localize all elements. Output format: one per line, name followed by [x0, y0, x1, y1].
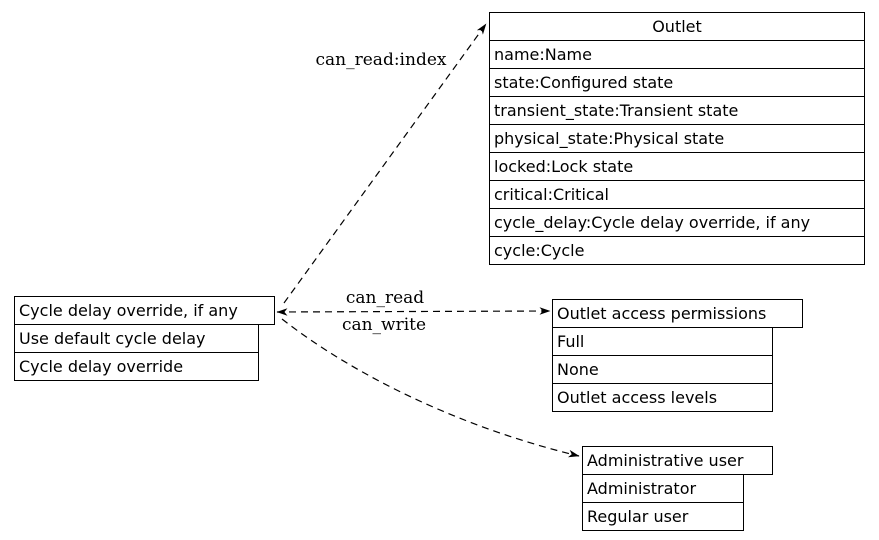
outlet-field-cycle: cycle:Cycle — [489, 236, 865, 265]
node-admin-title: Administrative user — [582, 446, 773, 475]
node-cycle-delay-title: Cycle delay override, if any — [14, 296, 275, 325]
node-cycle-delay-field: Cycle delay override, if any Use default… — [14, 296, 275, 381]
outlet-field-critical: critical:Critical — [489, 180, 865, 209]
node-outlet-access-permissions: Outlet access permissions Full None Outl… — [552, 299, 803, 412]
edge-can-read-index — [283, 23, 487, 304]
outlet-field-cycle-delay: cycle_delay:Cycle delay override, if any — [489, 208, 865, 237]
outlet-field-state: state:Configured state — [489, 68, 865, 97]
cycle-delay-option-default: Use default cycle delay — [14, 324, 259, 353]
admin-row-regular-user: Regular user — [582, 502, 744, 531]
node-permissions-title: Outlet access permissions — [552, 299, 803, 328]
outlet-field-locked: locked:Lock state — [489, 152, 865, 181]
edge-label-can-write: can_write — [341, 315, 427, 335]
outlet-field-name: name:Name — [489, 40, 865, 69]
admin-row-administrator: Administrator — [582, 474, 744, 503]
cycle-delay-option-override: Cycle delay override — [14, 352, 259, 381]
outlet-field-transient-state: transient_state:Transient state — [489, 96, 865, 125]
edge-can-read-can-write — [276, 307, 551, 316]
permissions-row-levels: Outlet access levels — [552, 383, 773, 412]
permissions-row-full: Full — [552, 327, 773, 356]
edge-to-administrative-user — [281, 318, 580, 458]
node-outlet-title: Outlet — [489, 12, 865, 41]
edge-label-can-read-index: can_read:index — [315, 50, 447, 70]
outlet-field-physical-state: physical_state:Physical state — [489, 124, 865, 153]
node-outlet: Outlet name:Name state:Configured state … — [489, 12, 865, 265]
edge-label-can-read: can_read — [345, 288, 425, 308]
node-administrative-user: Administrative user Administrator Regula… — [582, 446, 773, 531]
permissions-row-none: None — [552, 355, 773, 384]
